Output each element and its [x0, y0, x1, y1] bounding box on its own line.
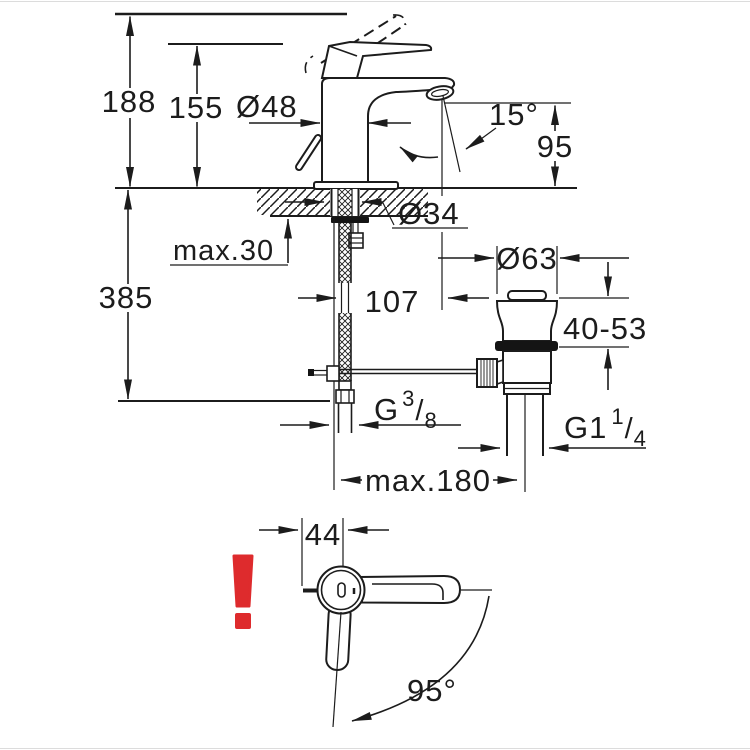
dim-base-diameter-48: Ø48 — [236, 89, 411, 127]
faucet-handle-lever — [320, 40, 433, 79]
under-deck-assembly — [308, 189, 477, 490]
handle-right-bar — [357, 574, 462, 605]
faucet-top-body-inner — [320, 569, 362, 611]
deck-thickness-label: max.30 — [173, 235, 274, 267]
spray-angle-construction — [399, 95, 497, 310]
drain-plug-cap — [507, 290, 547, 301]
spray-angle-arc — [399, 146, 439, 163]
faucet-top-slot — [337, 582, 346, 598]
exclamation-dot — [235, 613, 251, 629]
dim-flange-diameter-63: Ø63 — [438, 241, 629, 294]
handle-face-edge — [328, 45, 358, 57]
side-view: 188 155 Ø48 15° 95 — [99, 12, 647, 498]
top-view: 44 95° — [259, 517, 492, 728]
deck-hole-leader — [382, 202, 395, 226]
flange-diameter-label: Ø63 — [496, 241, 558, 276]
knob-knurling — [480, 359, 494, 387]
supply-hose-upper — [339, 223, 351, 283]
basin-clamp-label: 40-53 — [563, 311, 647, 346]
dim-spout-height-95: 95 — [444, 102, 573, 187]
mounting-washer — [331, 217, 369, 223]
spout-height-label: 95 — [537, 129, 573, 164]
swivel-angle-label: 95° — [407, 673, 457, 708]
dim-deck-hole-34: Ø34 — [285, 196, 468, 231]
shank-hose-section — [338, 189, 352, 216]
spray-angle-label: 15° — [489, 97, 539, 132]
spray-angle-leader-arrow — [465, 134, 485, 150]
handle-right-inner-edge — [372, 583, 444, 600]
dim-max-reach-180: max.180 — [340, 463, 518, 498]
spout-reach-label: 107 — [365, 284, 420, 319]
page-border-bottom — [0, 748, 750, 749]
base-flange — [313, 181, 399, 190]
faucet-side — [295, 14, 456, 190]
swivel-angle-arc — [351, 595, 490, 722]
handle-raised-ghost-line1 — [320, 15, 397, 64]
dim-total-depth-385: 385 — [99, 189, 330, 402]
deck-hole-label: Ø34 — [398, 196, 460, 231]
pop-up-drain — [476, 290, 559, 492]
dim-rod-offset-44: 44 — [259, 517, 389, 586]
hose-ferrule — [338, 380, 352, 391]
exclamation-bar — [234, 556, 252, 606]
linkage-clamp — [326, 365, 340, 382]
dim-basin-clamp-40-53: 40-53 — [559, 262, 647, 390]
handle-raised-ghost-cap — [392, 14, 406, 26]
base-diameter-label: Ø48 — [236, 89, 298, 124]
exclamation-bar-edge — [232, 554, 254, 608]
dim-total-height-188: 188 — [102, 16, 157, 187]
faucet-top-body-outer — [316, 565, 366, 615]
warning-exclamation-icon — [232, 554, 254, 629]
water-stream-line — [442, 95, 461, 173]
hose-nut-g38 — [335, 389, 355, 404]
handle-raised-ghost-pivot — [304, 55, 314, 74]
handle-rotated-centerline — [332, 611, 342, 728]
pull-rod-knob-face — [297, 136, 320, 169]
page-border-top — [0, 1, 750, 2]
supply-hose-lower — [339, 313, 351, 381]
dim-spout-reach-107: 107 — [298, 284, 489, 319]
max-reach-label: max.180 — [365, 463, 491, 498]
drain-body — [502, 350, 552, 384]
clamp-screw-head — [308, 369, 314, 376]
dim-deck-thickness-max30: max.30 — [170, 218, 292, 267]
drain-flange — [495, 300, 559, 342]
total-height-label: 188 — [102, 84, 157, 119]
drain-seal-ring — [495, 341, 558, 351]
rod-offset-label: 44 — [305, 517, 341, 552]
body-height-label: 155 — [169, 90, 224, 125]
spout-aerator-inner — [431, 88, 449, 98]
total-depth-label: 385 — [99, 280, 154, 315]
dim-body-height-155: 155 — [169, 45, 224, 187]
